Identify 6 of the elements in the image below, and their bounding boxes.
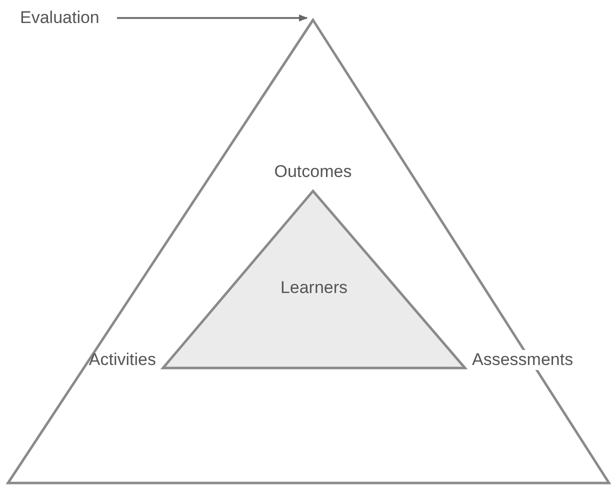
text-label: Evaluation — [20, 8, 100, 28]
vertex-label: Assessments — [472, 350, 574, 370]
vertex-label: Outcomes — [274, 162, 352, 182]
vertex-label: Activities — [88, 350, 156, 370]
center-label: Learners — [280, 278, 348, 298]
arrow — [117, 14, 308, 22]
